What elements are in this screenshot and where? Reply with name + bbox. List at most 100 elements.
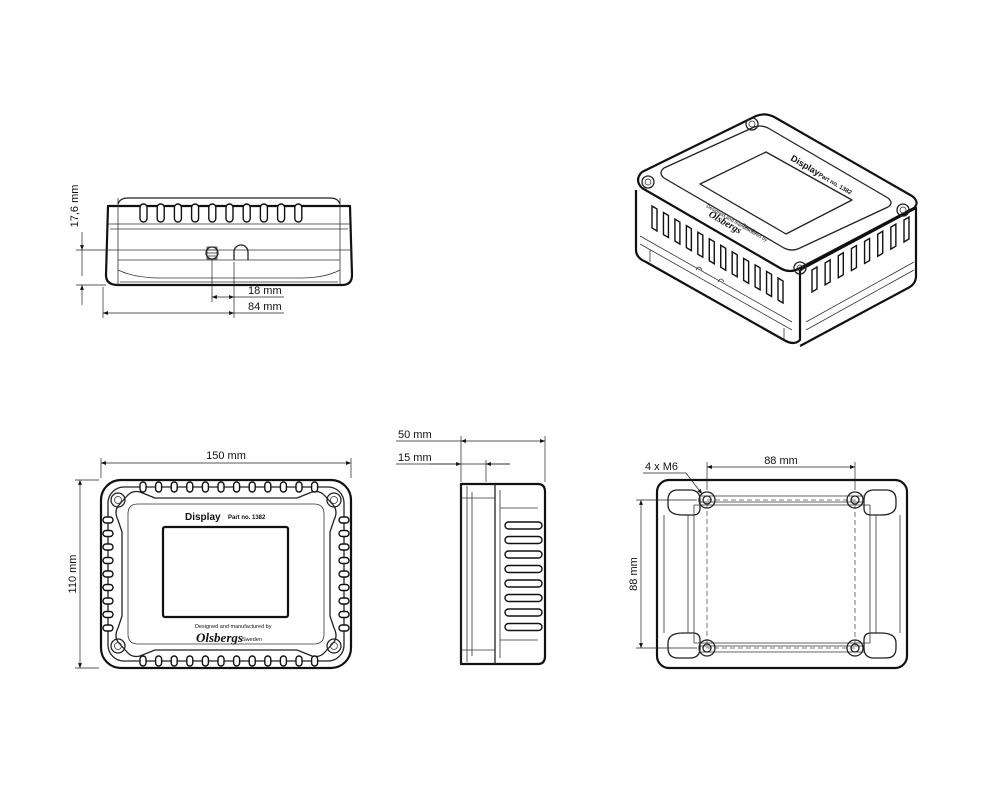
front-fin-bottom: [154, 655, 163, 667]
side-offset-label: 18 mm: [248, 285, 282, 297]
front-fins: [102, 481, 350, 667]
iso-fin-right: [811, 265, 818, 294]
front-height-label: 110 mm: [67, 555, 79, 594]
iso-fin-right: [863, 237, 871, 265]
front-width-dimension: 150 mm: [100, 450, 352, 478]
side-fin: [139, 203, 148, 223]
mounting-hole-bottom-left: [698, 639, 716, 657]
iso-fin-right: [903, 215, 910, 244]
front-view: Display Part no. 1382 Designed and manuf…: [67, 450, 353, 670]
iso-fin-left: [754, 263, 761, 292]
front-fin-top: [139, 481, 147, 493]
end-body: [459, 482, 547, 666]
front-designed-by: Designed and manufactured by: [195, 624, 272, 630]
iso-fin-right: [824, 258, 831, 287]
back-hole-spacing-x-dimension: 88 mm: [706, 455, 856, 490]
front-fin-bottom: [232, 655, 241, 667]
iso-fin-left: [674, 217, 681, 246]
iso-fin-right: [877, 230, 884, 258]
front-fin-left: [102, 583, 114, 592]
front-fin-top: [295, 481, 303, 493]
front-width-label: 150 mm: [206, 450, 246, 462]
front-fin-left: [102, 610, 114, 619]
end-fin: [504, 535, 543, 545]
iso-fin-right: [837, 251, 844, 279]
front-part-no: Part no. 1382: [228, 515, 266, 521]
side-height-label: 17,6 mm: [69, 185, 81, 228]
vent-hole: [233, 244, 249, 260]
end-front-depth-dimension: 15 mm: [396, 452, 510, 482]
iso-fin-left: [720, 244, 727, 272]
iso-fin-right: [890, 222, 897, 251]
mounting-holes: [698, 491, 864, 657]
side-fin: [259, 203, 269, 223]
end-fin: [504, 550, 543, 559]
end-depth-dimension: 50 mm: [396, 429, 546, 482]
hole-callout-label: 4 x M6: [645, 461, 678, 473]
front-fin-left: [102, 529, 114, 538]
side-fin: [225, 203, 234, 223]
side-fin: [242, 203, 251, 223]
front-fin-left: [102, 570, 114, 578]
front-fin-top: [264, 481, 272, 493]
side-fin: [156, 203, 165, 223]
front-fin-top: [170, 481, 178, 493]
end-fin: [504, 593, 543, 603]
end-fin: [504, 579, 543, 588]
end-fin: [504, 608, 543, 617]
front-fin-bottom: [248, 655, 256, 667]
front-fin-top: [201, 481, 210, 493]
end-depth-label: 50 mm: [398, 429, 432, 441]
back-hole-spacing-x-label: 88 mm: [764, 455, 798, 467]
hole-callout: 4 x M6: [643, 461, 703, 495]
cable-gland: [205, 246, 219, 260]
iso-fin-left: [765, 270, 773, 298]
front-fin-bottom: [139, 655, 147, 667]
iso-fins-right: [811, 215, 910, 294]
front-fin-left: [102, 556, 114, 565]
side-fin: [173, 203, 183, 223]
back-hole-spacing-y-label: 88 mm: [628, 557, 640, 591]
end-view: 50 mm 15 mm: [396, 429, 547, 666]
screw-bottom-left: [110, 638, 126, 654]
front-fin-top: [279, 481, 288, 493]
front-fin-right: [338, 597, 350, 605]
end-front-depth-label: 15 mm: [398, 452, 432, 464]
front-fin-bottom: [217, 655, 225, 667]
screw-bottom-right: [326, 638, 342, 654]
front-fin-right: [338, 556, 350, 565]
side-center-label: 84 mm: [248, 301, 282, 313]
iso-body: [634, 113, 918, 347]
side-offset-dimension: 18 mm: [211, 260, 284, 302]
front-fin-left: [102, 543, 114, 551]
front-fin-right: [338, 624, 350, 632]
front-fin-left: [102, 597, 114, 605]
iso-fin-left: [777, 276, 784, 305]
front-country: Sweden: [242, 637, 262, 643]
side-fin: [276, 203, 286, 223]
front-screws: [110, 492, 342, 654]
iso-fin-left: [662, 211, 670, 239]
iso-fin-left: [742, 257, 750, 285]
front-fin-bottom: [264, 655, 272, 667]
front-fin-right: [338, 583, 350, 592]
side-fin: [190, 203, 200, 223]
front-fin-bottom: [201, 655, 210, 667]
side-view-body: [104, 197, 354, 287]
front-fin-bottom: [310, 655, 319, 667]
back-body: [655, 478, 909, 670]
iso-part-no: Part no. 1382: [817, 173, 853, 197]
end-fin: [504, 622, 543, 632]
front-brand-logo: Olsbergs: [196, 630, 243, 645]
mounting-hole-top-left: [698, 491, 716, 509]
front-fin-bottom: [295, 655, 303, 667]
side-view-fins: [139, 203, 303, 223]
iso-fin-left: [651, 204, 658, 233]
front-fin-top: [186, 481, 194, 493]
front-fin-right: [338, 543, 350, 551]
front-fin-bottom: [186, 655, 194, 667]
front-fin-right: [338, 529, 350, 538]
front-fin-top: [232, 481, 241, 493]
back-view: 88 mm 88 mm 4 x M6: [628, 455, 909, 670]
